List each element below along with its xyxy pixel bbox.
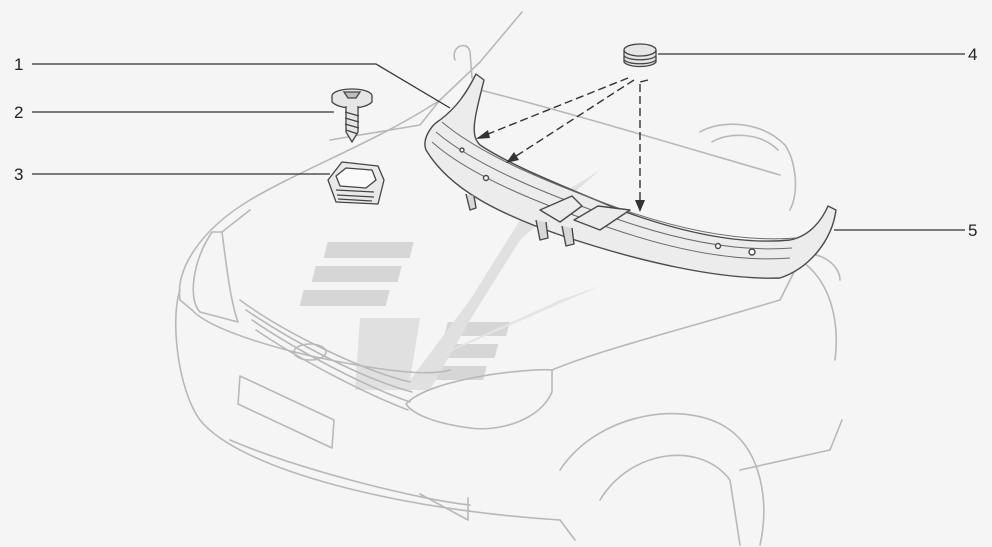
- cap-part-4: [623, 43, 657, 68]
- leader-1: [32, 63, 451, 109]
- callout-1: 1: [14, 55, 23, 74]
- clip-part-3: [327, 161, 385, 205]
- watermark-logo: [299, 170, 600, 390]
- callout-4: 4: [968, 45, 977, 64]
- cowl-panel-part-5: [424, 73, 837, 279]
- cap-location-arrows: [477, 77, 649, 208]
- leader-lines: [32, 53, 965, 231]
- callout-3: 3: [14, 165, 23, 184]
- car-body-outline: [175, 11, 843, 546]
- screw-part-2: [331, 88, 373, 144]
- callout-5: 5: [968, 221, 977, 240]
- callout-2: 2: [14, 103, 23, 122]
- arrowheads: [476, 130, 645, 212]
